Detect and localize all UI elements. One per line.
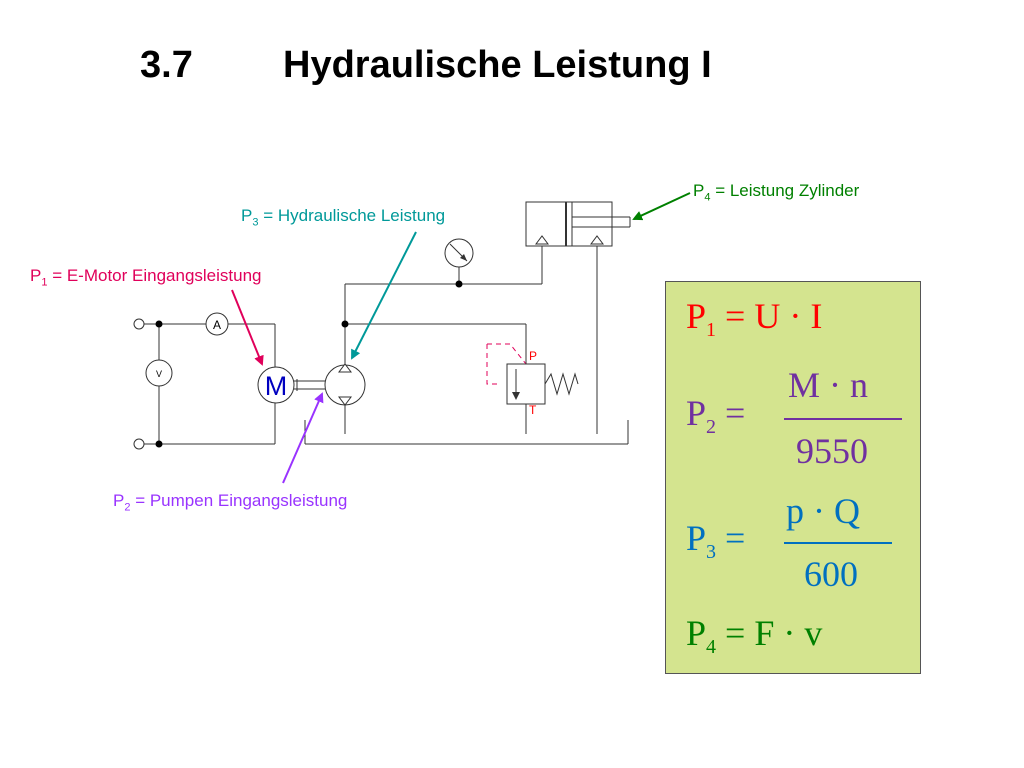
motor-label: M [265, 371, 288, 401]
p4-label: P4 = Leistung Zylinder [693, 181, 860, 204]
coupling-shaft [294, 379, 326, 391]
hydraulic-pump-symbol [324, 363, 366, 406]
p3-arrow [351, 231, 417, 360]
pressure-relief-valve-symbol: P T [486, 343, 579, 417]
p1-label: P1 = E-Motor Eingangsleistung [30, 266, 262, 289]
hydraulic-cylinder-symbol [525, 201, 631, 247]
formula-p2-numerator: M · n [788, 365, 868, 405]
page-title: Hydraulische Leistung I [283, 44, 712, 86]
formula-box: P1 = U · I P2 = M · n 9550 P3 = p · Q 60… [665, 281, 921, 674]
formula-p3-fraction-bar [784, 542, 892, 544]
electric-motor-symbol: M [257, 366, 295, 404]
p4-arrow [632, 192, 691, 221]
port-t-label: T [529, 403, 537, 417]
formula-p2-denominator: 9550 [796, 431, 868, 471]
p3-label: P3 = Hydraulische Leistung [241, 206, 446, 229]
formula-p1: P1 = U · I [686, 296, 823, 342]
junction-dot [341, 320, 349, 328]
formula-p2-fraction-bar [784, 418, 902, 420]
hydraulic-lines [304, 246, 629, 445]
ammeter-symbol: A [205, 312, 229, 336]
p2-arrow [282, 392, 324, 484]
port-p-label: P [529, 349, 537, 363]
formula-p3-numerator: p · Q [786, 491, 860, 531]
section-number: 3.7 [140, 44, 193, 86]
formula-p2-lhs: P2 = [686, 393, 746, 439]
electrical-circuit [133, 318, 276, 450]
junction-dot [155, 440, 163, 448]
voltmeter-label: V [156, 369, 162, 379]
formula-p3-lhs: P3 = [686, 518, 746, 564]
junction-dot [455, 280, 463, 288]
junction-dot [155, 320, 163, 328]
formula-p3-denominator: 600 [804, 554, 858, 594]
voltmeter-symbol: V [145, 359, 173, 387]
pressure-gauge-symbol [444, 238, 474, 268]
formula-p4: P4 = F · v [686, 613, 823, 659]
p1-arrow [231, 289, 264, 366]
p2-label: P2 = Pumpen Eingangsleistung [113, 491, 348, 514]
ammeter-label: A [213, 318, 221, 332]
